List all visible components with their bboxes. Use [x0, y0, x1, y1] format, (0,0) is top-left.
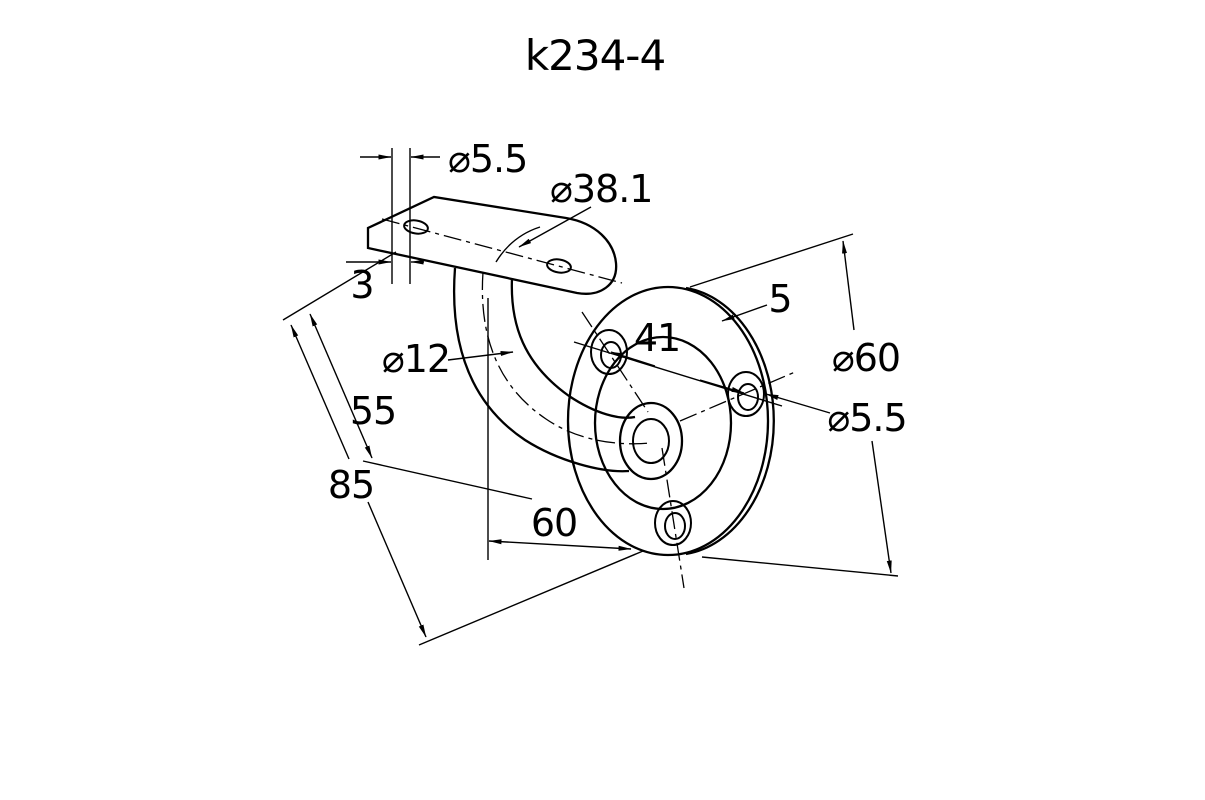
dim-label-slot-diameter: ⌀5.5: [448, 137, 527, 181]
support-arm: [452, 267, 684, 481]
leader-line: [765, 393, 831, 414]
dim-label-plate-thickness: 3: [350, 263, 373, 307]
arm-boss-bore: [632, 418, 670, 464]
arm-centerline: [481, 271, 651, 445]
flange-inner-ring: [593, 335, 733, 511]
dim-label-flange-hole-diameter: ⌀5.5: [827, 396, 906, 440]
arm-outer-edge: [452, 267, 630, 473]
dimension-line: [871, 440, 892, 574]
saddle-slot-hole: [403, 219, 429, 235]
dimension-line: [842, 240, 855, 331]
dim-label-hole-spacing: 41: [634, 316, 680, 360]
dimension-line: [573, 341, 783, 407]
dim-label-overall-height: 85: [328, 463, 374, 507]
dim-label-flange-diameter: ⌀60: [832, 336, 900, 380]
leader-line: [721, 304, 768, 322]
extension-line: [418, 550, 644, 646]
dimension-arrow: [699, 379, 745, 394]
dimension-line: [367, 501, 427, 638]
leader-line: [518, 206, 592, 248]
extension-line: [701, 556, 899, 577]
countersink: [654, 500, 692, 546]
saddle-slot-hole: [546, 258, 572, 274]
arm-inner-edge: [510, 277, 636, 419]
saddle-radius-arc: [495, 226, 541, 263]
saddle-plate-outline: [366, 195, 618, 295]
dim-label-handrail-diameter: ⌀38.1: [550, 167, 653, 211]
flange-screw-hole-right: [727, 371, 765, 417]
dimension-line: [309, 313, 373, 459]
saddle-centerline: [381, 218, 623, 284]
dimension-line: [488, 539, 632, 551]
countersink: [727, 371, 765, 417]
dimension-line: [290, 324, 350, 460]
arm-boss: [618, 401, 684, 481]
hole-bore: [737, 383, 759, 411]
leader-line: [447, 351, 514, 361]
hole-centerline: [661, 447, 685, 589]
dimension-annotations: ⌀5.5 3 ⌀38.1 ⌀12 55 85 60: [282, 137, 908, 646]
dim-label-wall-offset: 60: [531, 501, 577, 545]
part-number-title: k234-4: [525, 31, 665, 80]
hole-bore: [664, 512, 686, 540]
hole-centerline: [581, 311, 649, 413]
dim-label-arm-diameter: ⌀12: [382, 337, 450, 381]
flange-front-face: [566, 285, 770, 557]
flange-back-edge: [685, 286, 775, 556]
countersink: [590, 329, 628, 375]
dim-label-flange-thickness: 5: [768, 277, 791, 321]
dimension-arrow: [610, 351, 656, 367]
technical-drawing: ⌀5.5 3 ⌀38.1 ⌀12 55 85 60: [282, 137, 908, 646]
dim-label-rail-center-height: 55: [350, 389, 396, 433]
extension-line: [362, 460, 533, 500]
flange-screw-hole-bottom: [654, 500, 692, 546]
extension-line: [282, 251, 397, 321]
wall-flange: [566, 285, 796, 589]
hole-centerline: [679, 371, 796, 422]
extension-line: [689, 233, 854, 288]
